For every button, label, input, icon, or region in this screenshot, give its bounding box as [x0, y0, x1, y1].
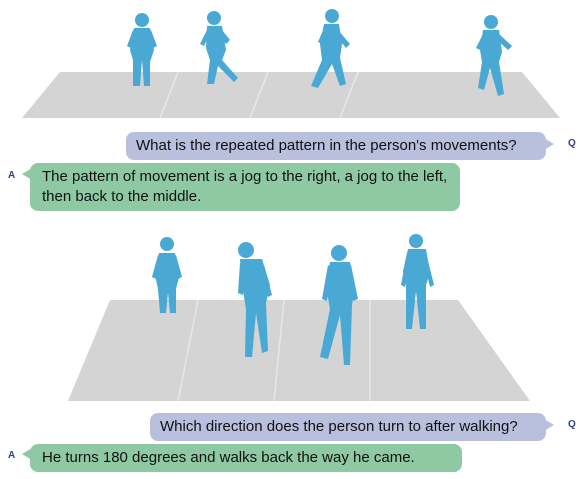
question-bubble-2: Which direction does the person turn to …: [150, 413, 546, 441]
figure-2a: [152, 237, 182, 313]
q-label-2: Q: [568, 419, 576, 430]
figure-1d: [476, 15, 512, 96]
figure-2c: [320, 245, 358, 365]
figure-2d: [401, 234, 434, 329]
a-label-2: A: [8, 450, 16, 461]
scene-2: [0, 225, 582, 405]
question-text-1: What is the repeated pattern in the pers…: [136, 137, 517, 154]
question-tail-1: [544, 138, 554, 150]
figure-2b: [238, 242, 272, 357]
figure-1b: [200, 11, 238, 84]
floor-1: [22, 72, 560, 118]
question-text-2: Which direction does the person turn to …: [160, 418, 518, 435]
answer-tail-1: [22, 168, 32, 180]
figure-1a: [127, 13, 157, 86]
answer-text-1: The pattern of movement is a jog to the …: [42, 168, 448, 205]
q-label-1: Q: [568, 138, 576, 149]
figure-1c: [311, 9, 350, 88]
answer-text-2: He turns 180 degrees and walks back the …: [42, 449, 415, 466]
scene-1: [0, 0, 582, 120]
answer-bubble-1: The pattern of movement is a jog to the …: [30, 163, 460, 211]
question-tail-2: [544, 419, 554, 431]
answer-tail-2: [22, 448, 32, 460]
floor-2: [68, 300, 530, 401]
answer-bubble-2: He turns 180 degrees and walks back the …: [30, 444, 462, 472]
a-label-1: A: [8, 170, 16, 181]
question-bubble-1: What is the repeated pattern in the pers…: [126, 132, 546, 160]
